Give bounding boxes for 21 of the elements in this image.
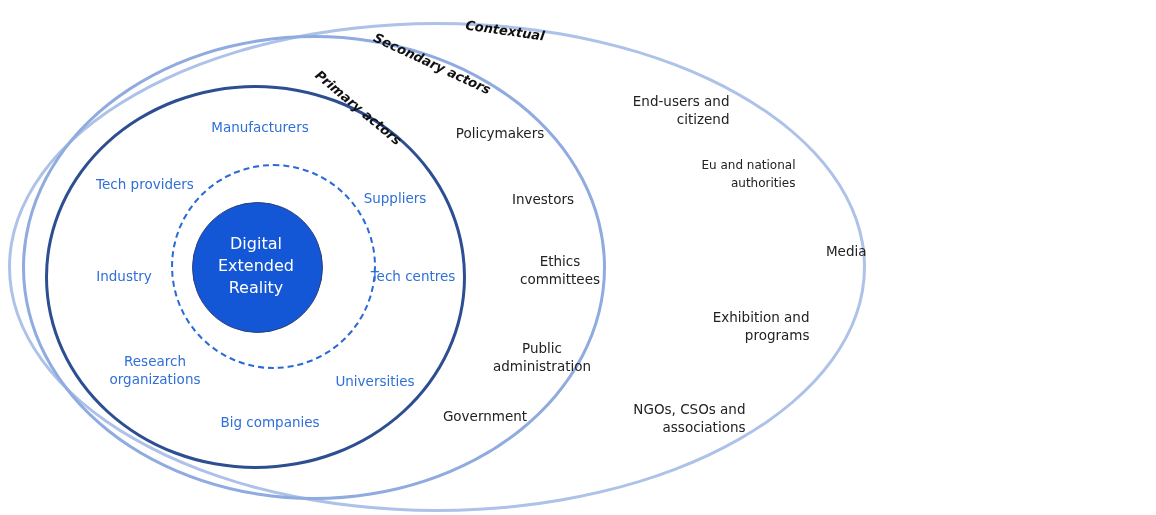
actor-label: Manufacturers — [211, 118, 309, 136]
actor-label: Media — [824, 242, 867, 260]
actor-label: Policymakers — [455, 124, 545, 142]
actor-label: Tech providers — [96, 175, 194, 193]
ring-title: Contextual — [464, 16, 546, 46]
actor-label: Government — [442, 407, 528, 425]
actor-label: Eu and national authorities — [700, 157, 796, 192]
actor-label: NGOs, CSOs and associations — [632, 400, 746, 436]
core-label: Digital Extended Reality — [217, 233, 295, 299]
actor-label: Investors — [512, 190, 574, 208]
actor-label: Ethics committees — [519, 252, 601, 288]
actor-label: Universities — [335, 372, 415, 390]
actor-label: Big companies — [220, 413, 320, 431]
actor-label: End-users and citizend — [631, 92, 730, 128]
actor-label: Tech centres — [370, 267, 456, 285]
actor-label: Exhibition and programs — [711, 308, 810, 344]
actor-label: Suppliers — [363, 189, 427, 207]
outer-ellipse — [8, 22, 866, 512]
actor-label: Industry — [96, 267, 152, 285]
actor-label: Public administration — [491, 339, 593, 375]
actor-label: Research organizations — [108, 352, 202, 388]
